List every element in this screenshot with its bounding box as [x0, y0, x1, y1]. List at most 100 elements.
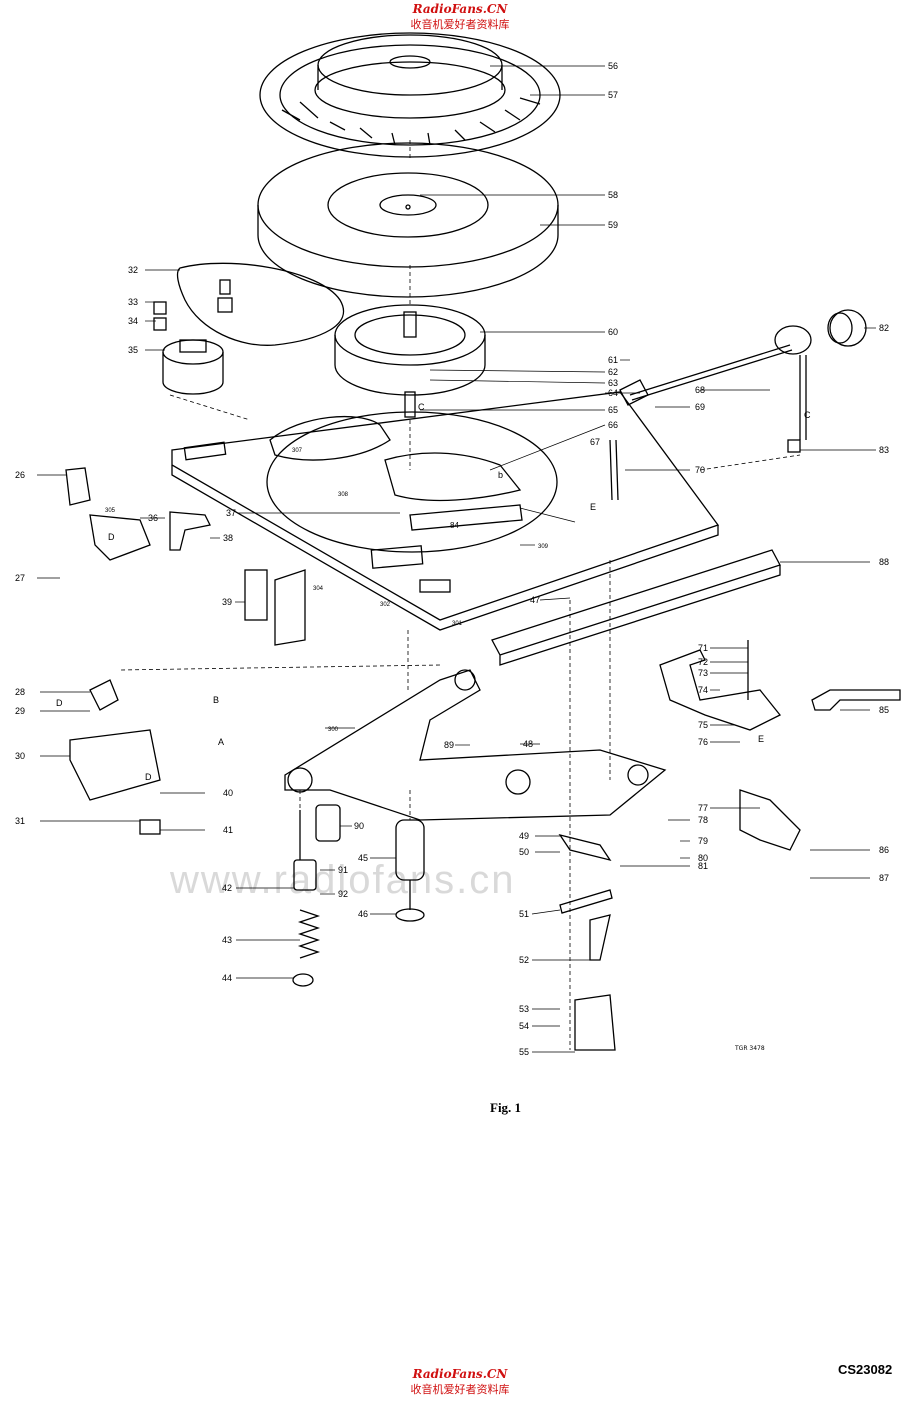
callout-302: 302 — [380, 602, 391, 608]
motor-assembly — [153, 279, 233, 395]
callout-45: 45 — [358, 853, 368, 863]
callout-47: 47 — [530, 595, 540, 605]
callout-308: 308 — [338, 492, 349, 498]
callout-307: 307 — [292, 448, 303, 454]
callout-82: 82 — [879, 323, 889, 333]
watermark-chinese: 收音机爱好者资料库 — [410, 18, 510, 31]
callout-85: 85 — [879, 705, 889, 715]
callout-41: 41 — [223, 825, 233, 835]
callout-44: 44 — [222, 973, 232, 983]
callout-63: 63 — [608, 378, 618, 388]
watermark-bottom: RadioFans.CN 收音机爱好者资料库 — [0, 1367, 920, 1397]
platter — [257, 142, 559, 298]
letter-E-2: E — [758, 734, 764, 744]
callout-84: 84 — [450, 521, 459, 530]
callout-31: 31 — [15, 816, 25, 826]
callout-78: 78 — [698, 815, 708, 825]
watermark-top: RadioFans.CN 收音机爱好者资料库 — [0, 2, 920, 32]
callout-28: 28 — [15, 687, 25, 697]
callout-88: 88 — [879, 557, 889, 567]
sub-platter — [334, 304, 486, 418]
callout-66: 66 — [608, 420, 618, 430]
watermark-chinese-bottom: 收音机爱好者资料库 — [410, 1383, 510, 1396]
watermark-site: RadioFans.CN — [412, 2, 508, 16]
callout-87: 87 — [879, 873, 889, 883]
callout-49: 49 — [519, 831, 529, 841]
callout-79: 79 — [698, 836, 708, 846]
letter-E-1: E — [590, 502, 596, 512]
callout-304: 304 — [313, 586, 324, 592]
callout-48: 48 — [523, 739, 533, 749]
callout-33: 33 — [128, 297, 138, 307]
callout-91: 91 — [338, 865, 348, 875]
letter-C-1: C — [418, 402, 425, 412]
main-deck — [171, 391, 720, 631]
letter-b: b — [498, 470, 503, 480]
document-code: CS23082 — [838, 1362, 893, 1377]
letter-B: B — [213, 695, 219, 705]
lever-mechanism — [558, 640, 901, 1051]
callout-54: 54 — [519, 1021, 529, 1031]
platter-mat — [259, 32, 561, 158]
drawing-number: TGR 3478 — [735, 1045, 765, 1052]
callout-46: 46 — [358, 909, 368, 919]
letter-D-3: D — [145, 772, 152, 782]
watermark-url: www.radiofans.cn — [170, 858, 516, 902]
callout-74: 74 — [698, 685, 708, 695]
callout-58: 58 — [608, 190, 618, 200]
callout-301: 301 — [452, 621, 463, 627]
drive-belt — [176, 262, 345, 346]
callout-29: 29 — [15, 706, 25, 716]
callout-67: 67 — [590, 437, 600, 447]
letter-D-2: D — [56, 698, 63, 708]
callout-69: 69 — [695, 402, 705, 412]
callout-32: 32 — [128, 265, 138, 275]
callout-62: 62 — [608, 367, 618, 377]
callout-35: 35 — [128, 345, 138, 355]
callout-37: 37 — [226, 508, 236, 518]
letter-D-1: D — [108, 532, 115, 542]
callout-30: 30 — [15, 751, 25, 761]
callout-90: 90 — [354, 821, 364, 831]
callout-75: 75 — [698, 720, 708, 730]
callout-76: 76 — [698, 737, 708, 747]
callout-64: 64 — [608, 388, 618, 398]
callout-27: 27 — [15, 573, 25, 583]
callout-36: 36 — [148, 513, 158, 523]
callout-309: 309 — [538, 544, 549, 550]
callout-60: 60 — [608, 327, 618, 337]
callout-305: 305 — [105, 508, 116, 514]
letter-A: A — [218, 737, 224, 747]
callout-86: 86 — [879, 845, 889, 855]
figure-caption: Fig. 1 — [490, 1100, 522, 1115]
callout-77: 77 — [698, 803, 708, 813]
callout-40: 40 — [223, 788, 233, 798]
callout-65: 65 — [608, 405, 618, 415]
front-rail — [491, 549, 781, 666]
callout-56: 56 — [608, 61, 618, 71]
callout-68: 68 — [695, 385, 705, 395]
callout-61: 61 — [608, 355, 618, 365]
drive-motor — [395, 819, 425, 922]
callout-55: 55 — [519, 1047, 529, 1057]
callout-52: 52 — [519, 955, 529, 965]
callout-70: 70 — [695, 465, 705, 475]
sub-chassis — [284, 669, 667, 821]
watermark-site-bottom: RadioFans.CN — [412, 1367, 508, 1381]
letter-C-2: C — [804, 410, 811, 420]
callout-81: 81 — [698, 861, 708, 871]
callout-50: 50 — [519, 847, 529, 857]
callout-53: 53 — [519, 1004, 529, 1014]
callout-83: 83 — [879, 445, 889, 455]
callout-89: 89 — [444, 740, 454, 750]
callout-57: 57 — [608, 90, 618, 100]
callout-42: 42 — [222, 883, 232, 893]
callout-72: 72 — [698, 657, 708, 667]
callout-73: 73 — [698, 668, 708, 678]
callout-34: 34 — [128, 316, 138, 326]
callout-300: 300 — [328, 727, 339, 733]
left-mechanism — [65, 467, 306, 835]
callout-38: 38 — [223, 533, 233, 543]
callout-92: 92 — [338, 889, 348, 899]
